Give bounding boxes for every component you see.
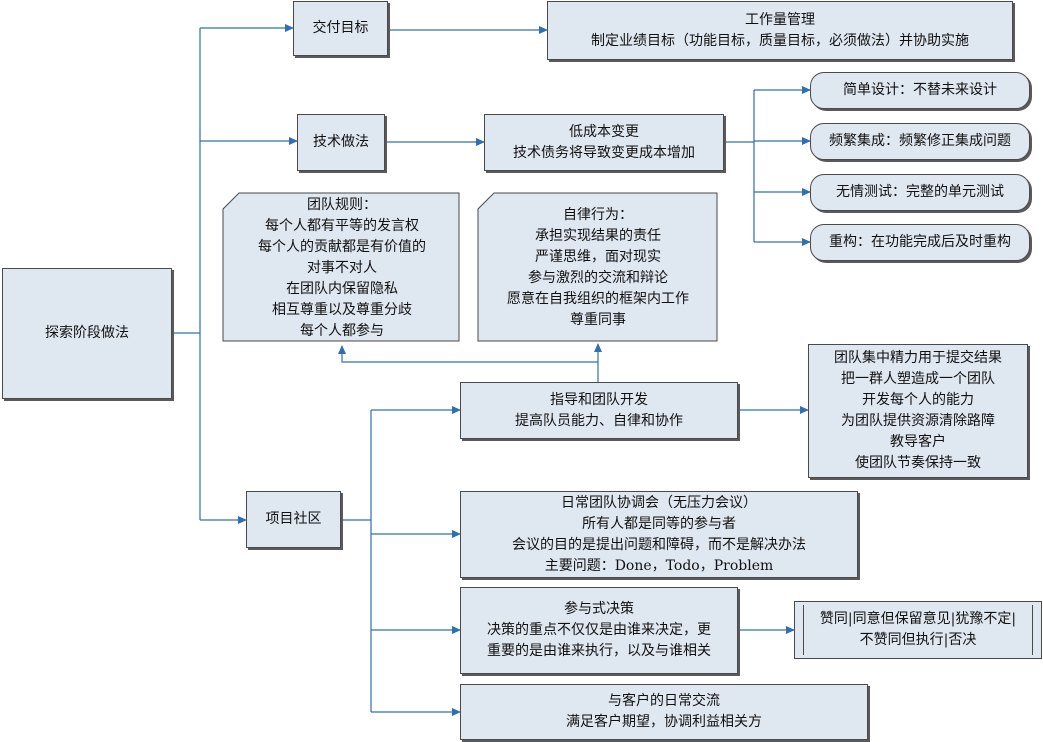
practice-label: 简单设计：不替未来设计 [843, 82, 997, 98]
self-discipline-item: 承担实现结果的责任 [535, 228, 661, 244]
customer-detail: 满足客户期望，协调利益相关方 [566, 714, 762, 730]
practice-ruthless-testing[interactable]: 无情测试：完整的单元测试 [810, 174, 1030, 211]
practice-label: 重构：在功能完成后及时重构 [829, 234, 1011, 250]
daily-meeting-item: 会议的目的是提出问题和障碍，而不是解决办法 [512, 536, 806, 553]
participatory-detail-2: 重要的是由谁来执行，以及与谁相关 [487, 643, 711, 659]
daily-meeting-title: 日常团队协调会（无压力会议） [561, 494, 757, 511]
self-discipline-item: 参与激烈的交流和辩论 [528, 270, 668, 286]
workload-title: 工作量管理 [745, 11, 815, 28]
team-rule-item: 对事不对人 [307, 259, 377, 276]
self-discipline-note[interactable]: 自律行为： 承担实现结果的责任 严谨思维，面对现实 参与激烈的交流和辩论 愿意在… [477, 192, 719, 344]
root-label: 探索阶段做法 [45, 325, 129, 341]
delivery-goal-node[interactable]: 交付目标 [293, 1, 388, 56]
daily-meeting-item: 主要问题：Done，Todo，Problem [544, 557, 774, 574]
team-rule-item: 每个人都参与 [300, 322, 384, 339]
team-rule-item: 每个人都有平等的发言权 [265, 217, 419, 234]
vote-right-bar [1032, 605, 1033, 655]
vote-options-line-1: 赞同|同意但保留意见|犹豫不定| [819, 611, 1017, 627]
customer-title: 与客户的日常交流 [608, 693, 720, 709]
coaching-detail-item: 为团队提供资源清除路障 [841, 413, 995, 429]
coaching-detail-item: 开发每个人的能力 [862, 392, 974, 408]
coaching-detail-node[interactable]: 团队集中精力用于提交结果 把一群人塑造成一个团队 开发每个人的能力 为团队提供资… [808, 344, 1028, 478]
team-rules-title: 团队规则： [307, 196, 377, 213]
low-cost-change-node[interactable]: 低成本变更 技术债务将导致变更成本增加 [484, 114, 724, 171]
self-discipline-item: 尊重同事 [570, 312, 626, 328]
note-shape [222, 192, 460, 342]
customer-communication-node[interactable]: 与客户的日常交流 满足客户期望，协调利益相关方 [460, 684, 868, 740]
coaching-detail-item: 团队集中精力用于提交结果 [834, 350, 1002, 366]
connector-to-team-rules [338, 345, 598, 363]
project-community-node[interactable]: 项目社区 [246, 491, 341, 548]
workload-detail: 制定业绩目标（功能目标，质量目标，必须做法）并协助实施 [591, 32, 969, 49]
daily-meeting-item: 所有人都是同等的参与者 [582, 515, 736, 532]
workload-management-node[interactable]: 工作量管理 制定业绩目标（功能目标，质量目标，必须做法）并协助实施 [547, 1, 1013, 60]
tech-practice-label: 技术做法 [313, 134, 369, 150]
project-community-label: 项目社区 [265, 511, 322, 527]
team-rules-note[interactable]: 团队规则： 每个人都有平等的发言权 每个人的贡献都是有价值的 对事不对人 在团队… [222, 192, 462, 344]
coaching-node[interactable]: 指导和团队开发 提高队员能力、自律和协作 [460, 382, 738, 439]
delivery-goal-label: 交付目标 [312, 20, 369, 36]
self-discipline-item: 愿意在自我组织的框架内工作 [507, 291, 689, 307]
self-discipline-title: 自律行为： [563, 207, 633, 223]
tech-practice-node[interactable]: 技术做法 [297, 114, 385, 171]
low-cost-change-detail: 技术债务将导致变更成本增加 [513, 144, 695, 161]
coaching-title: 指导和团队开发 [550, 391, 648, 408]
daily-meeting-node[interactable]: 日常团队协调会（无压力会议） 所有人都是同等的参与者 会议的目的是提出问题和障碍… [460, 491, 858, 578]
practice-label: 无情测试：完整的单元测试 [836, 184, 1004, 200]
root-node[interactable]: 探索阶段做法 [2, 268, 172, 399]
practice-refactoring[interactable]: 重构：在功能完成后及时重构 [810, 224, 1030, 261]
vote-options-line-2: 不赞同但执行|否决 [859, 632, 977, 648]
coaching-detail: 提高队员能力、自律和协作 [515, 412, 683, 429]
practice-frequent-integration[interactable]: 频繁集成：频繁修正集成问题 [810, 123, 1030, 160]
coaching-detail-item: 把一群人塑造成一个团队 [841, 371, 995, 387]
practice-label: 频繁集成：频繁修正集成问题 [829, 133, 1011, 149]
participatory-decision-node[interactable]: 参与式决策 决策的重点不仅仅是由谁来决定，更 重要的是由谁来执行，以及与谁相关 [460, 587, 738, 674]
self-discipline-item: 严谨思维，面对现实 [535, 249, 661, 265]
participatory-title: 参与式决策 [564, 601, 634, 617]
team-rule-item: 相互尊重以及尊重分歧 [272, 301, 412, 318]
note-shape [477, 192, 718, 342]
low-cost-change-title: 低成本变更 [569, 123, 639, 140]
team-rule-item: 在团队内保留隐私 [286, 280, 398, 297]
practice-simple-design[interactable]: 简单设计：不替未来设计 [810, 72, 1030, 109]
team-rule-item: 每个人的贡献都是有价值的 [258, 238, 426, 255]
coaching-detail-item: 使团队节奏保持一致 [855, 455, 981, 471]
coaching-detail-item: 教导客户 [890, 434, 946, 450]
vote-options-node[interactable]: 赞同|同意但保留意见|犹豫不定| 不赞同但执行|否决 [794, 601, 1042, 659]
vote-left-bar [803, 605, 804, 655]
participatory-detail-1: 决策的重点不仅仅是由谁来决定，更 [487, 622, 711, 638]
